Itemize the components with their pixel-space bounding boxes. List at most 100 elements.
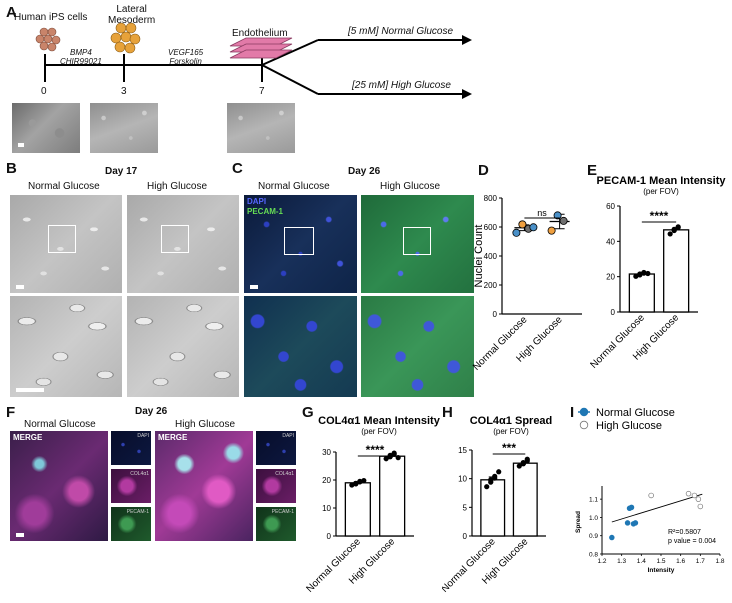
chart-subtitle: (per FOV) (361, 427, 397, 436)
scatter-point (609, 534, 615, 541)
ips-cells-icon (35, 27, 61, 52)
bar-high (663, 229, 690, 313)
data-point (361, 477, 367, 484)
day3-micrograph (90, 103, 158, 153)
y-tick-label: 5 (463, 503, 468, 512)
endothelium-sheet-icon (229, 37, 293, 59)
f-high-col4-label: COL4α1 (275, 471, 294, 477)
f-normal-pecam-label: PECAM-1 (126, 509, 149, 515)
mesoderm-cells-icon (110, 22, 141, 54)
data-point (553, 211, 562, 220)
data-point (667, 231, 673, 237)
scatter-point (624, 520, 631, 526)
panel-b-col2: High Glucose (147, 181, 208, 192)
y-tick-label: 0.9 (589, 533, 598, 540)
f-high-dapi: DAPI (256, 431, 296, 465)
y-tick-label: 30 (322, 448, 331, 457)
f-normal-pecam: PECAM-1 (111, 507, 151, 541)
f-normal-merge-label: MERGE (13, 433, 43, 442)
x-tick-label: 1.2 (597, 558, 606, 565)
panel-c-label: C (232, 160, 243, 177)
panel-f-col2: High Glucose (175, 419, 236, 430)
data-point (357, 478, 363, 484)
y-tick-label: 1.0 (589, 515, 598, 522)
data-point (633, 273, 639, 279)
x-category-label: Normal Glucose (442, 536, 498, 595)
legend-label: Normal Glucose (596, 407, 675, 419)
x-tick-label: 1.4 (637, 558, 646, 565)
panel-c-col1: Normal Glucose (258, 181, 330, 192)
data-point (518, 220, 527, 229)
panel-b-label: B (6, 160, 17, 177)
f-normal-col4: COL4α1 (111, 469, 151, 503)
bar-high (379, 455, 406, 537)
panel-h-label: H (442, 404, 453, 421)
factors-2-text: VEGF165 Forskolin (168, 48, 204, 66)
data-point (671, 227, 677, 234)
scatter-point (628, 504, 635, 511)
b-high-overview (127, 195, 239, 293)
chart-title: PECAM-1 Mean Intensity (597, 175, 727, 187)
panel-e-label: E (587, 162, 598, 179)
y-tick-label: 10 (458, 475, 467, 484)
y-tick-label: 0.8 (589, 552, 598, 559)
panel-f-title: Day 26 (135, 406, 168, 417)
f-normal-col4-label: COL4α1 (130, 471, 149, 477)
panel-f-label: F (6, 404, 16, 421)
c-normal-zoom (244, 296, 357, 397)
c-high-overview (361, 195, 474, 293)
bar-normal (344, 482, 371, 537)
f-high-col4: COL4α1 (256, 469, 296, 503)
panel-a-timeline (35, 22, 472, 99)
panel-b-title: Day 17 (105, 166, 138, 177)
data-point (520, 460, 526, 466)
legend-label: High Glucose (596, 420, 662, 432)
significance-label: *** (502, 441, 516, 455)
f-high-merge: MERGE (155, 431, 253, 541)
panel-b-col1: Normal Glucose (28, 181, 100, 192)
data-point (353, 481, 359, 487)
scatter-point (691, 492, 698, 499)
b-normal-zoom (10, 296, 122, 397)
chart-g: COL4α1 Mean Intensity(per FOV)0102030Nor… (304, 415, 440, 595)
scatter-point (648, 492, 654, 499)
data-point (645, 270, 651, 277)
y-tick-label: 60 (606, 202, 615, 211)
p-value-label: p value = 0.004 (668, 538, 716, 545)
panel-i-label: I (570, 404, 575, 421)
data-point (675, 224, 681, 230)
x-tick-label: 1.8 (715, 558, 724, 565)
factors-1-text: BMP4 CHIR99021 (60, 48, 102, 66)
day0-micrograph (12, 103, 80, 153)
data-point (391, 450, 397, 456)
data-point (492, 473, 498, 479)
data-point (524, 456, 530, 462)
c-pecam-label: PECAM-1 (247, 207, 284, 216)
chart-subtitle: (per FOV) (643, 187, 679, 196)
panel-f-col1: Normal Glucose (24, 419, 96, 430)
data-point (484, 484, 490, 490)
data-point (395, 455, 401, 461)
x-tick-label: 1.5 (656, 558, 665, 565)
branch-high-label: [25 mM] High Glucose (352, 80, 451, 91)
data-point (349, 482, 355, 488)
panel-c-title: Day 26 (348, 166, 381, 177)
scatter-point (632, 520, 639, 526)
f-high-merge-label: MERGE (158, 433, 188, 442)
f-normal-dapi-label: DAPI (137, 433, 149, 439)
significance-label: **** (650, 209, 669, 223)
significance-label: **** (366, 443, 385, 457)
c-high-zoom (361, 296, 474, 397)
day-0-label: 0 (41, 86, 47, 97)
bar-high (512, 462, 538, 537)
y-tick-label: 40 (606, 237, 615, 246)
chart-subtitle: (per FOV) (493, 427, 529, 436)
y-tick-label: 0 (493, 310, 498, 319)
f-high-dapi-label: DAPI (282, 433, 294, 439)
data-point (496, 469, 502, 475)
y-tick-label: 15 (458, 446, 467, 455)
f-normal-merge: MERGE (10, 431, 108, 541)
chart-e: PECAM-1 Mean Intensity(per FOV)0204060No… (590, 175, 727, 371)
